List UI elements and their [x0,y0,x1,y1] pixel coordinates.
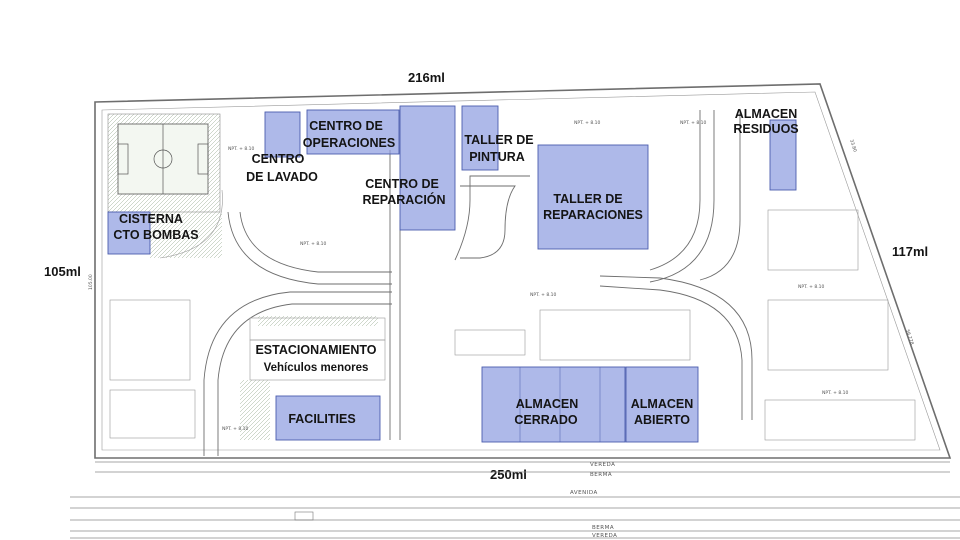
estacionamiento-green [240,316,378,440]
building-cisterna: CISTERNA CTO BOMBAS [107,211,199,255]
almacen-cerrado-label-2: CERRADO [514,413,577,427]
estacionamiento-label-1: ESTACIONAMIENTO [255,343,376,357]
facilities-label: FACILITIES [288,412,355,426]
level-markers: NPT. + 8.10 NPT. + 8.10 NPT. + 8.10 NPT.… [222,120,849,432]
green-area-west [108,189,223,259]
npt-marker: NPT. + 8.10 [798,284,825,290]
building-almacen-cerrado: ALMACEN CERRADO [481,366,626,443]
building-facilities: FACILITIES [275,395,381,441]
work-bays [454,309,691,361]
dimension-left: 105ml [44,264,81,279]
building-centro-operaciones: CENTRO DE OPERACIONES [303,109,400,155]
vereda-label: VEREDA [590,462,615,468]
sports-field [107,113,221,213]
building-centro-reparacion: CENTRO DE REPARACIÓN [362,105,456,231]
building-centro-lavado: CENTRO DE LAVADO [246,111,318,184]
taller-pintura-label-1: TALLER DE [464,133,533,147]
npt-marker: NPT. + 8.10 [822,390,849,396]
building-taller-pintura: TALLER DE PINTURA [461,105,534,171]
dimension-top: 216ml [408,70,445,85]
right-bottom-mark: 56.778 [904,329,915,346]
almacen-residuos-label-1: ALMACEN [735,107,798,121]
berma-label-south: BERMA [592,525,614,531]
internal-roads [203,110,753,456]
almacen-abierto-label-1: ALMACEN [631,397,694,411]
parking-west [109,299,386,439]
taller-reparaciones-label-2: REPARACIONES [543,208,643,222]
almacen-abierto-label-2: ABIERTO [634,413,690,427]
centro-lavado-label-1: CENTRO [252,152,305,166]
centro-lavado-label-2: DE LAVADO [246,170,318,184]
site-boundary [94,83,952,459]
taller-reparaciones-label-1: TALLER DE [553,192,622,206]
berma-label: BERMA [590,472,612,478]
building-taller-reparaciones: TALLER DE REPARACIONES [537,144,649,250]
cisterna-label-1: CISTERNA [119,212,183,226]
almacen-residuos-label-2: RESIDUOS [733,122,798,136]
parking-east [764,209,916,441]
left-side-mark: 105.00 [88,274,94,290]
npt-marker: NPT. + 8.10 [530,292,557,298]
cisterna-label-2: CTO BOMBAS [113,228,198,242]
almacen-cerrado-label-1: ALMACEN [516,397,579,411]
npt-marker: NPT. + 8.10 [680,120,707,126]
dimension-right: 117ml [892,244,928,259]
estacionamiento-label-2: Vehículos menores [264,362,369,374]
avenida-label: AVENIDA [570,490,598,496]
right-top-mark: 33.80 [848,139,858,153]
centro-reparacion-label-1: CENTRO DE [365,177,439,191]
building-almacen-abierto: ALMACEN ABIERTO [625,366,699,443]
building-almacen-residuos: ALMACEN RESIDUOS [733,107,799,191]
taller-pintura-label-2: PINTURA [469,150,525,164]
vereda-label-south: VEREDA [592,533,617,539]
centro-operaciones-label-2: OPERACIONES [303,136,395,150]
npt-marker: NPT. + 8.10 [574,120,601,126]
centro-reparacion-label-2: REPARACIÓN [362,192,445,207]
npt-marker: NPT. + 8.10 [228,146,255,152]
dimension-bottom: 250ml [490,467,527,482]
road-section: VEREDA BERMA AVENIDA BERMA VEREDA [70,461,960,539]
estacionamiento-area: ESTACIONAMIENTO Vehículos menores [255,343,376,374]
npt-marker: NPT. + 8.10 [222,426,249,432]
centro-operaciones-label-1: CENTRO DE [309,119,383,133]
npt-marker: NPT. + 8.10 [300,241,327,247]
